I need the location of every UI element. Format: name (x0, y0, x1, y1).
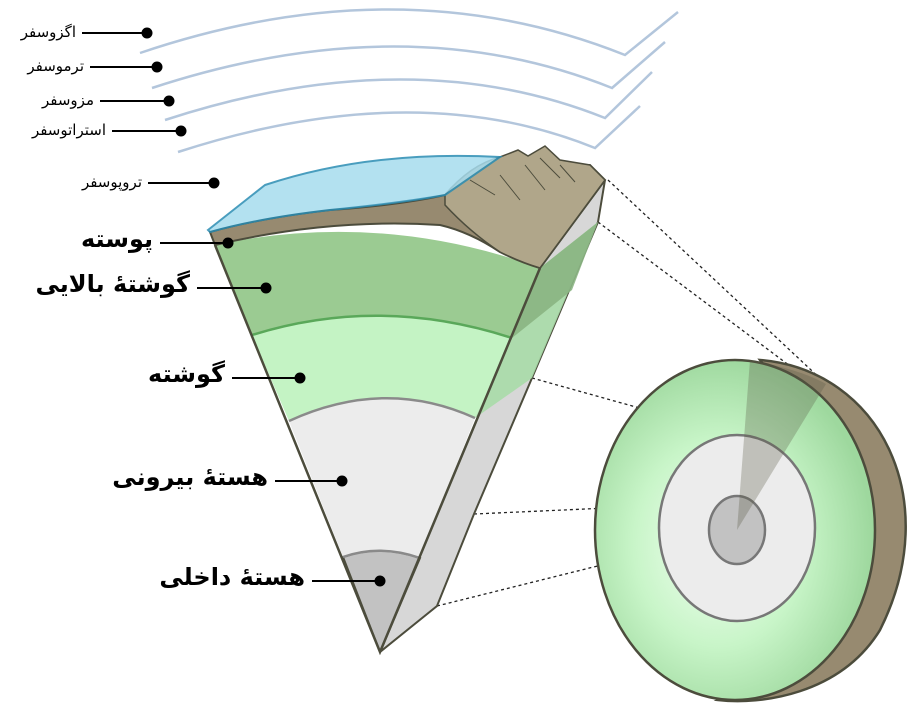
label-exosphere: اگزوسفر (20, 23, 76, 41)
label-inner-core: هستهٔ داخلی (159, 563, 305, 591)
cone-troposphere (206, 154, 503, 234)
mesosphere-line (164, 71, 653, 122)
label-upper-mantle: گوشتهٔ بالایی (35, 270, 191, 298)
sphere-wedge-cutout (737, 360, 826, 530)
label-crust: پوسته (80, 225, 153, 253)
atmosphere-lines (139, 8, 679, 154)
label-mesosphere: مزوسفر (42, 91, 94, 109)
leader-lines (82, 27, 386, 587)
exosphere-line (139, 8, 679, 57)
stratosphere-line (177, 105, 641, 154)
label-outer-core: هستهٔ بیرونی (112, 463, 268, 491)
label-mantle: گوشته (148, 360, 225, 388)
cone-side-upper-mantle (512, 222, 598, 338)
earth-cone (206, 145, 607, 656)
label-thermosphere: ترموسفر (27, 57, 84, 75)
label-stratosphere: استراتوسفر (31, 121, 106, 139)
cone-upper-mantle (215, 231, 540, 338)
label-troposphere: تروپوسفر (81, 173, 142, 191)
cone-mantle (252, 315, 512, 421)
sphere-inner-core (707, 494, 767, 566)
cone-outer-core (289, 398, 475, 558)
thermosphere-line (151, 41, 666, 90)
earth-sphere (593, 358, 907, 703)
